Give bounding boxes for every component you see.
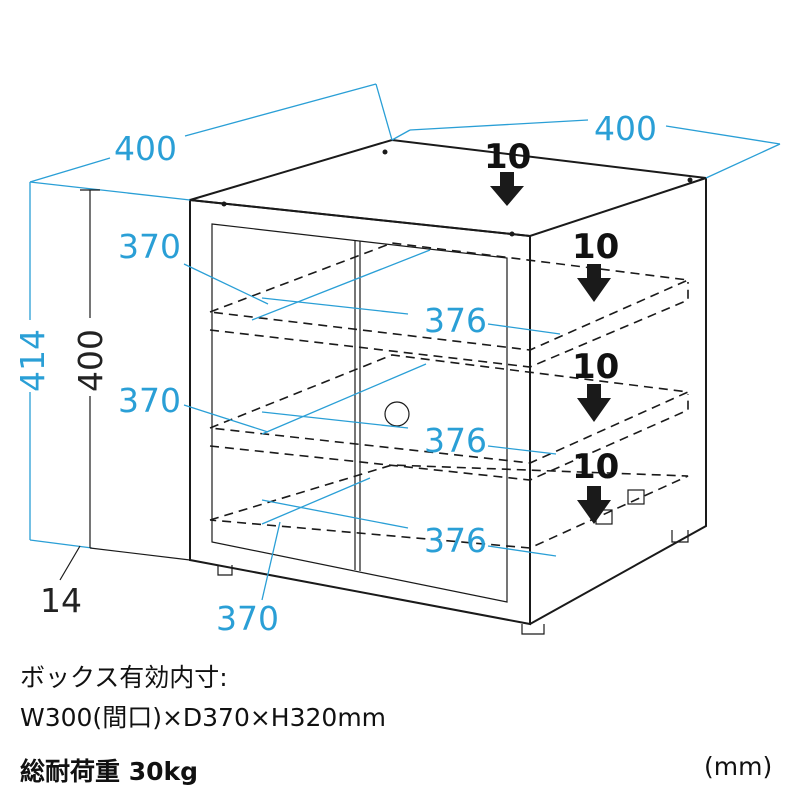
load-label-shelf-3: 10 <box>572 447 619 487</box>
box-inner-size-value: W300(間口)×D370×H320mm <box>20 703 387 732</box>
shelf-depth-label-3: 370 <box>216 599 279 638</box>
total-height-label: 414 <box>13 329 52 392</box>
width-label: 400 <box>114 129 177 168</box>
unit-label: (mm) <box>704 752 773 781</box>
shelf-1 <box>209 242 691 368</box>
shelf-width-label-2: 376 <box>424 421 487 460</box>
depth-label: 400 <box>594 109 657 148</box>
box-inner-size-label: ボックス有効内寸: <box>20 663 228 692</box>
down-arrow-icon <box>577 486 611 524</box>
load-label-shelf-1: 10 <box>572 227 619 267</box>
shelf-width-label-3: 376 <box>424 521 487 560</box>
shelf-2 <box>209 354 691 481</box>
down-arrow-icon <box>577 264 611 302</box>
shelf-3 <box>209 464 689 549</box>
dimension-lines <box>29 83 781 601</box>
body-height-line <box>59 189 191 581</box>
door-knob <box>384 401 410 427</box>
foot-height-label: 14 <box>40 581 82 620</box>
down-arrow-icon <box>490 172 524 206</box>
down-arrow-icon <box>577 384 611 422</box>
load-label-shelf-2: 10 <box>572 347 619 387</box>
shelf-depth-label-1: 370 <box>118 227 181 266</box>
shelf-depth-label-2: 370 <box>118 381 181 420</box>
load-label-top: 10 <box>484 137 531 177</box>
body-height-label: 400 <box>71 329 110 392</box>
cabinet-body <box>189 138 707 635</box>
total-load-label: 総耐荷重 30kg <box>20 757 199 786</box>
shelf-width-label-1: 376 <box>424 301 487 340</box>
